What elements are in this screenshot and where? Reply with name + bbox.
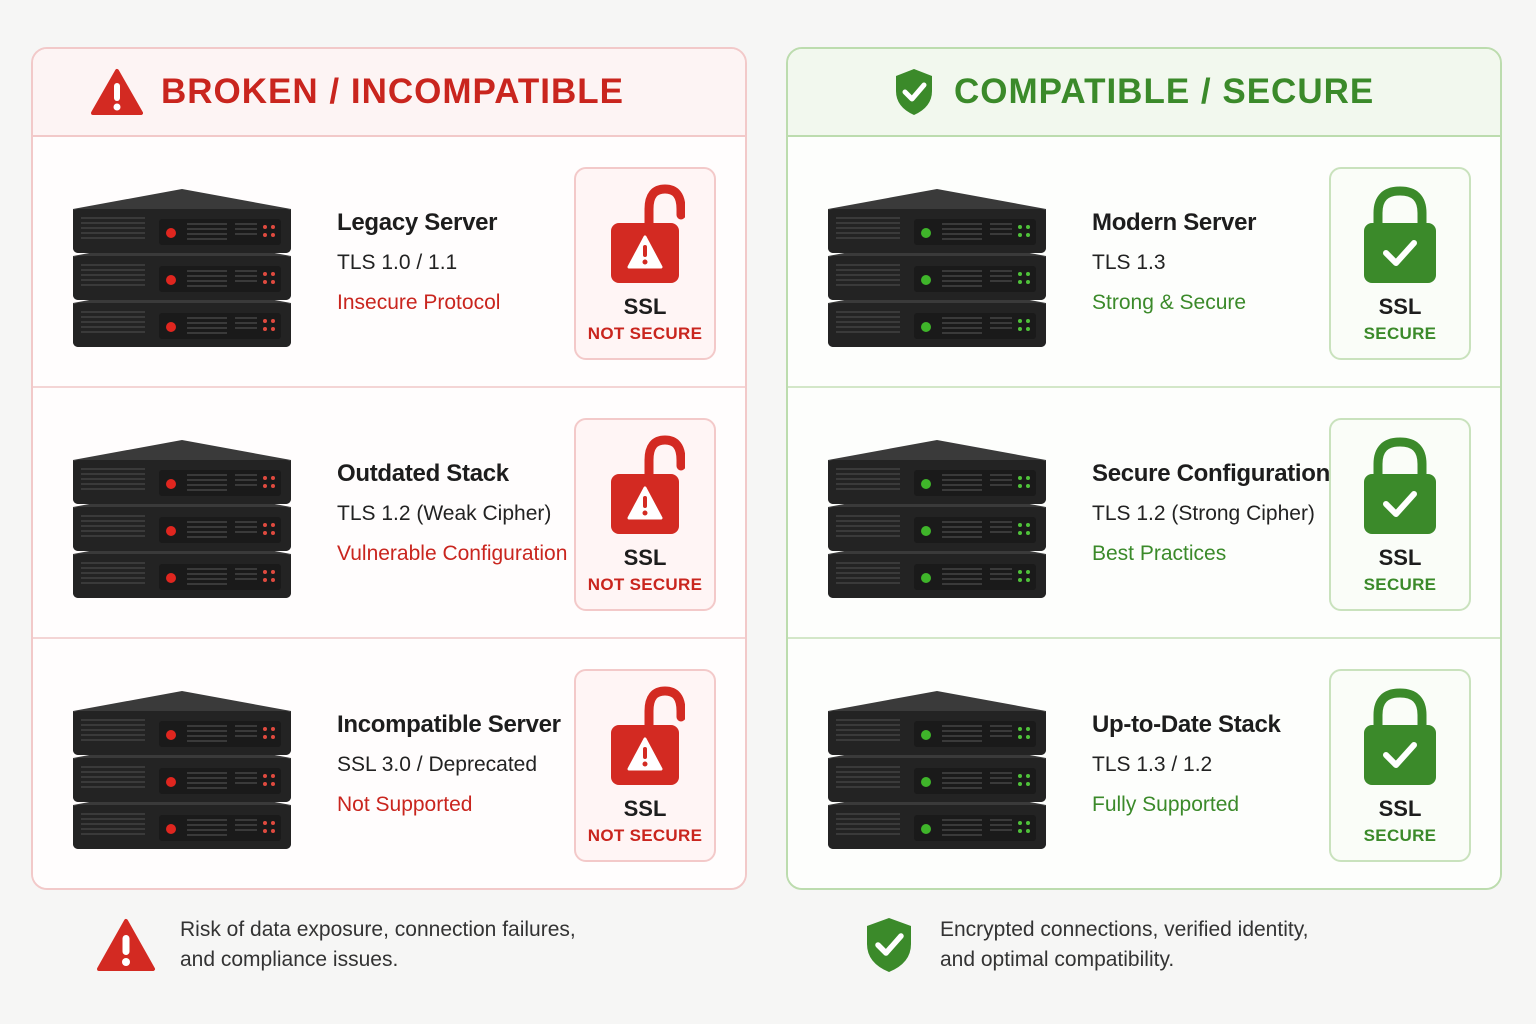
row-status: Not Supported xyxy=(337,793,473,816)
footer-line: Encrypted connections, verified identity… xyxy=(940,918,1309,941)
unlocked-padlock-warning-icon xyxy=(611,435,686,534)
server-stack-icon xyxy=(828,440,1046,598)
badge-state-label: SECURE xyxy=(1363,826,1437,845)
shield-check-icon xyxy=(896,69,932,115)
row-status: Strong & Secure xyxy=(1092,291,1247,314)
row-text: Legacy Server TLS 1.0 / 1.1 Insecure Pro… xyxy=(337,209,500,315)
badge-state-label: NOT SECURE xyxy=(587,826,703,845)
row-title: Secure Configuration xyxy=(1092,460,1331,487)
server-stack-icon xyxy=(73,189,291,347)
badge-state-label: SECURE xyxy=(1363,324,1437,343)
row-status: Vulnerable Configuration xyxy=(337,542,568,565)
row-protocol: TLS 1.2 (Weak Cipher) xyxy=(337,502,552,525)
row-protocol: TLS 1.2 (Strong Cipher) xyxy=(1092,502,1315,525)
warning-triangle-icon xyxy=(91,69,143,115)
row-status: Fully Supported xyxy=(1092,793,1240,816)
server-stack-icon xyxy=(73,691,291,849)
shield-check-icon xyxy=(867,918,911,972)
row-title: Outdated Stack xyxy=(337,460,509,487)
row-protocol: SSL 3.0 / Deprecated xyxy=(337,753,538,776)
row-protocol: TLS 1.0 / 1.1 xyxy=(337,251,458,274)
locked-padlock-check-icon xyxy=(1364,186,1436,283)
secure-row-up-to-date-stack: Up-to-Date Stack TLS 1.3 / 1.2 Fully Sup… xyxy=(788,639,1500,888)
badge-ssl-label: SSL xyxy=(623,796,667,821)
footer-line: Risk of data exposure, connection failur… xyxy=(180,918,576,941)
ssl-secure-badge: SSL SECURE xyxy=(1329,418,1471,611)
secure-footer-text: Encrypted connections, verified identity… xyxy=(940,915,1308,975)
row-protocol: TLS 1.3 xyxy=(1092,251,1166,274)
ssl-secure-badge: SSL SECURE xyxy=(1329,669,1471,862)
broken-row-outdated-stack: Outdated Stack TLS 1.2 (Weak Cipher) Vul… xyxy=(33,388,745,639)
row-title: Up-to-Date Stack xyxy=(1092,711,1281,738)
broken-panel: BROKEN / INCOMPATIBLE Legacy Server TLS … xyxy=(31,47,747,890)
locked-padlock-check-icon xyxy=(1364,437,1436,534)
locked-padlock-check-icon xyxy=(1364,688,1436,785)
badge-ssl-label: SSL xyxy=(1378,796,1422,821)
broken-footer: Risk of data exposure, connection failur… xyxy=(96,915,576,975)
badge-ssl-label: SSL xyxy=(1378,545,1422,570)
broken-panel-header: BROKEN / INCOMPATIBLE xyxy=(33,49,745,137)
badge-ssl-label: SSL xyxy=(1378,294,1422,319)
row-title: Incompatible Server xyxy=(337,711,561,738)
secure-panel-title: COMPATIBLE / SECURE xyxy=(954,72,1375,111)
row-status: Insecure Protocol xyxy=(337,291,501,314)
row-title: Legacy Server xyxy=(337,209,498,236)
broken-footer-text: Risk of data exposure, connection failur… xyxy=(180,915,576,975)
secure-footer: Encrypted connections, verified identity… xyxy=(862,915,1308,975)
secure-row-modern-server: Modern Server TLS 1.3 Strong & Secure SS… xyxy=(788,137,1500,388)
badge-ssl-label: SSL xyxy=(623,294,667,319)
row-text: Modern Server TLS 1.3 Strong & Secure xyxy=(1092,209,1256,315)
unlocked-padlock-warning-icon xyxy=(611,184,686,283)
badge-ssl-label: SSL xyxy=(623,545,667,570)
badge-state-label: NOT SECURE xyxy=(587,324,703,343)
row-title: Modern Server xyxy=(1092,209,1257,236)
badge-state-label: SECURE xyxy=(1363,575,1437,594)
footer-line: and optimal compatibility. xyxy=(940,948,1175,971)
row-protocol: TLS 1.3 / 1.2 xyxy=(1092,753,1213,776)
server-stack-icon xyxy=(828,691,1046,849)
row-text: Incompatible Server SSL 3.0 / Deprecated… xyxy=(337,711,561,817)
row-text: Outdated Stack TLS 1.2 (Weak Cipher) Vul… xyxy=(337,460,567,566)
ssl-not-secure-badge: SSL NOT SECURE xyxy=(574,418,716,611)
broken-panel-title: BROKEN / INCOMPATIBLE xyxy=(161,72,625,111)
broken-row-legacy-server: Legacy Server TLS 1.0 / 1.1 Insecure Pro… xyxy=(33,137,745,388)
server-stack-icon xyxy=(828,189,1046,347)
ssl-not-secure-badge: SSL NOT SECURE xyxy=(574,669,716,862)
ssl-secure-badge: SSL SECURE xyxy=(1329,167,1471,360)
warning-triangle-icon xyxy=(97,919,155,971)
row-text: Up-to-Date Stack TLS 1.3 / 1.2 Fully Sup… xyxy=(1092,711,1281,817)
unlocked-padlock-warning-icon xyxy=(611,686,686,785)
server-stack-icon xyxy=(73,440,291,598)
secure-panel-header: COMPATIBLE / SECURE xyxy=(788,49,1500,137)
secure-panel: COMPATIBLE / SECURE Modern Server TLS 1.… xyxy=(786,47,1502,890)
badge-state-label: NOT SECURE xyxy=(587,575,703,594)
ssl-not-secure-badge: SSL NOT SECURE xyxy=(574,167,716,360)
secure-row-secure-configuration: Secure Configuration TLS 1.2 (Strong Cip… xyxy=(788,388,1500,639)
broken-row-incompatible-server: Incompatible Server SSL 3.0 / Deprecated… xyxy=(33,639,745,888)
footer-line: and compliance issues. xyxy=(180,948,399,971)
row-status: Best Practices xyxy=(1092,542,1227,565)
row-text: Secure Configuration TLS 1.2 (Strong Cip… xyxy=(1092,460,1330,566)
